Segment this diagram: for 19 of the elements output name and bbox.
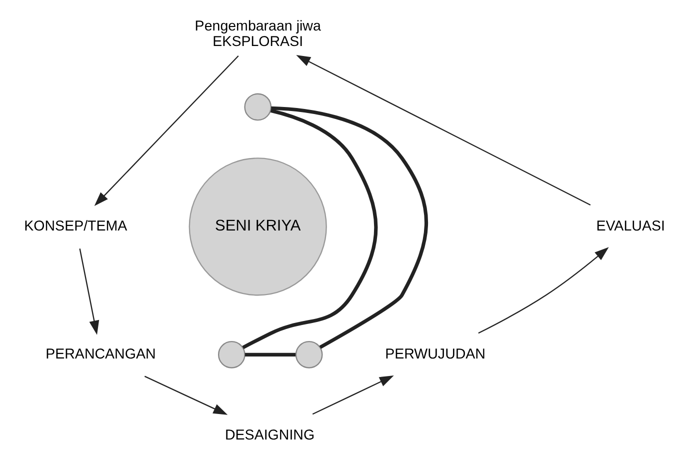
arrow [144,376,228,415]
arrow [312,376,394,415]
arrow [478,247,609,334]
node-circle: SENI KRIYA [188,158,327,296]
arrow [296,55,591,206]
node-circle [218,340,246,368]
node-text: DESAIGNING [224,427,315,444]
node-text: EVALUASI [596,218,665,234]
node-circle [244,93,272,121]
arrow [94,55,239,206]
node-text: Pengembaraan jiwa EKSPLORASI [194,18,321,50]
connector [271,106,428,349]
node-circle [295,340,323,368]
connector [242,108,378,350]
connector [244,352,296,356]
node-text: KONSEP/TEMA [24,218,128,234]
node-text: PERANCANGAN [46,346,156,362]
arrow [79,248,100,335]
node-text: PERWUJUDAN [385,346,486,362]
